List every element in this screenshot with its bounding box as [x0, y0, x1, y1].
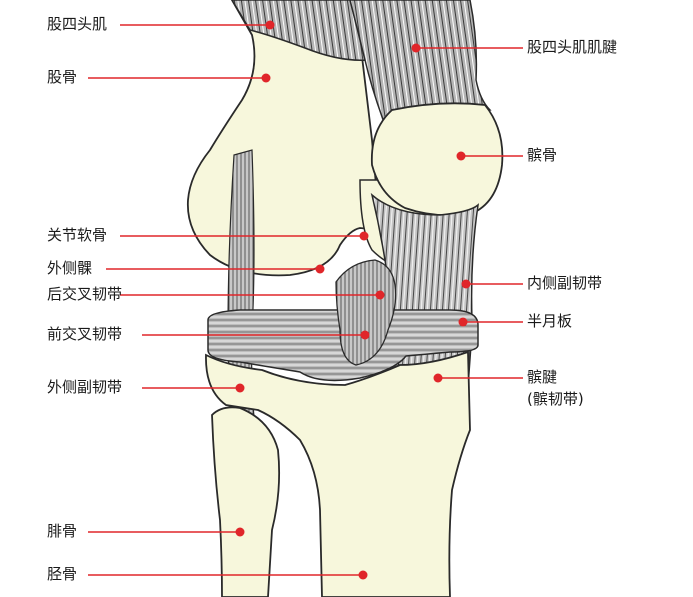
dot-mcl [461, 279, 471, 289]
label-quadriceps-tendon: 股四头肌肌腱 [527, 38, 618, 56]
label-patellar-tendon-alt: (髌韧带) [527, 390, 584, 408]
label-quadriceps: 股四头肌 [47, 15, 108, 33]
dot-patella [456, 151, 466, 161]
label-tibia: 胫骨 [47, 565, 78, 583]
dot-patellar-tendon [433, 373, 443, 383]
cruciate-ligaments-shape [335, 259, 397, 366]
dot-quad-tendon [411, 43, 421, 53]
dot-meniscus [458, 317, 468, 327]
label-anterior-cruciate: 前交叉韧带 [47, 325, 123, 343]
fibula-shape [211, 406, 281, 597]
label-lateral-condyle: 外侧髁 [47, 259, 93, 277]
dot-acl [360, 330, 370, 340]
quadriceps-tendon-shape [349, 0, 492, 126]
label-fibula: 腓骨 [47, 522, 78, 540]
patella-shape [370, 102, 504, 217]
label-medial-collateral: 内侧副韧带 [527, 274, 603, 292]
dot-cartilage [359, 231, 369, 241]
label-patella: 髌骨 [527, 146, 558, 164]
dot-tibia [358, 570, 368, 580]
dot-femur [261, 73, 271, 83]
dot-lateral-condyle [315, 264, 325, 274]
label-articular-cartilage: 关节软骨 [47, 226, 108, 244]
dot-pcl [375, 290, 385, 300]
label-patellar-tendon: 髌腱 [527, 368, 558, 386]
dot-quadriceps [265, 20, 275, 30]
leader-lines [88, 24, 523, 576]
label-femur: 股骨 [47, 68, 78, 86]
label-posterior-cruciate: 后交叉韧带 [47, 285, 123, 303]
dot-lcl [235, 383, 245, 393]
leader-dots [235, 20, 471, 580]
label-meniscus: 半月板 [527, 312, 573, 330]
label-lateral-collateral: 外侧副韧带 [47, 378, 123, 396]
tibia-shape [205, 350, 471, 597]
dot-fibula [235, 527, 245, 537]
